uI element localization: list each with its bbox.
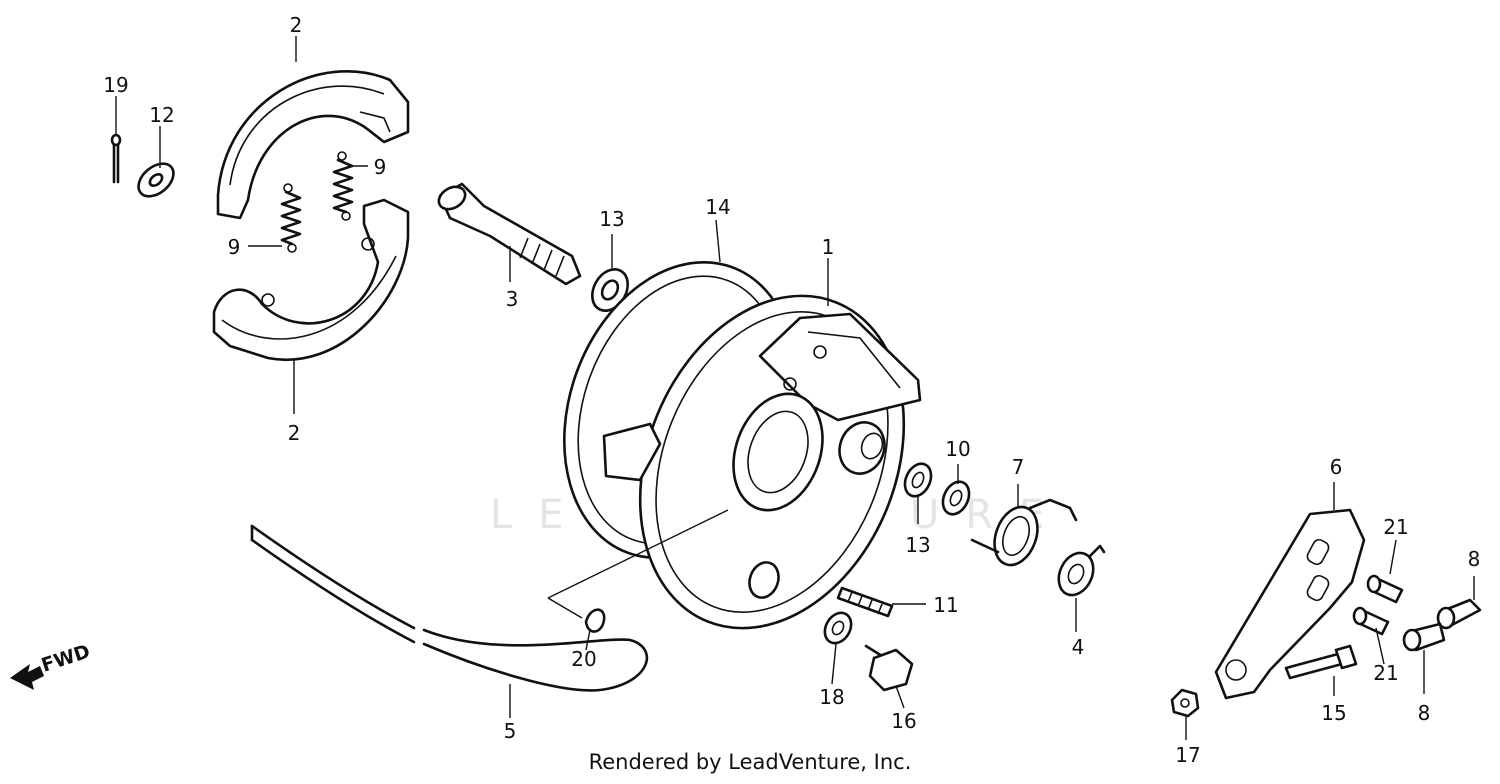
callout-2-upper: 2 (290, 13, 303, 37)
callout-11: 11 (933, 593, 958, 617)
callout-1: 1 (822, 235, 835, 259)
callout-13-inner: 13 (905, 533, 930, 557)
cotter-pin[interactable] (110, 133, 122, 184)
joint-pin-upper[interactable] (1436, 598, 1482, 630)
callout-6: 6 (1330, 455, 1343, 479)
cam-seal-inner[interactable] (900, 460, 936, 501)
credit-text: Rendered by LeadVenture, Inc. (588, 750, 912, 774)
brake-cam[interactable] (435, 182, 582, 286)
brake-panel[interactable] (593, 256, 952, 668)
callout-7: 7 (1012, 455, 1025, 479)
return-spring[interactable] (970, 498, 1078, 571)
callout-21-lower: 21 (1373, 661, 1398, 685)
callout-2-lower: 2 (288, 421, 301, 445)
panel-washer[interactable] (820, 608, 857, 648)
breather-tube[interactable] (250, 524, 649, 692)
dust-seal[interactable] (938, 478, 974, 519)
callout-10: 10 (945, 437, 970, 461)
shoe-spring-right[interactable] (332, 151, 354, 221)
callout-3: 3 (506, 287, 519, 311)
callout-13-outer: 13 (599, 207, 624, 231)
callout-9-right: 9 (374, 155, 387, 179)
washer[interactable] (132, 157, 179, 203)
callout-8-lower: 8 (1418, 701, 1431, 725)
stud-bolt[interactable] (836, 586, 894, 618)
callout-21-upper: 21 (1383, 515, 1408, 539)
callout-17: 17 (1175, 743, 1200, 767)
brake-shoe-upper[interactable] (216, 70, 410, 220)
callout-8-upper: 8 (1468, 547, 1481, 571)
collar-lower[interactable] (1352, 606, 1390, 636)
flange-bolt[interactable] (864, 644, 914, 692)
callout-16: 16 (891, 709, 916, 733)
wear-indicator-plate[interactable] (1052, 544, 1106, 601)
nut[interactable] (1170, 688, 1200, 718)
callout-4: 4 (1072, 635, 1085, 659)
callout-5: 5 (504, 719, 517, 743)
callout-12: 12 (149, 103, 174, 127)
callout-19: 19 (103, 73, 128, 97)
callout-14: 14 (705, 195, 730, 219)
leader-lines (115, 36, 1475, 740)
brake-shoe-lower[interactable] (212, 198, 410, 361)
shoe-spring-left[interactable] (280, 183, 302, 253)
callout-15: 15 (1321, 701, 1346, 725)
arm-bolt[interactable] (1284, 644, 1358, 680)
fwd-arrow: FWD (10, 640, 93, 690)
joint-pin-lower[interactable] (1402, 622, 1446, 652)
fwd-label: FWD (39, 640, 93, 676)
tube-clip[interactable] (584, 608, 606, 633)
collar-upper[interactable] (1366, 574, 1404, 604)
brake-arm[interactable] (1214, 508, 1366, 700)
callout-20: 20 (571, 647, 596, 671)
callout-9-left: 9 (228, 235, 241, 259)
callout-18: 18 (819, 685, 844, 709)
